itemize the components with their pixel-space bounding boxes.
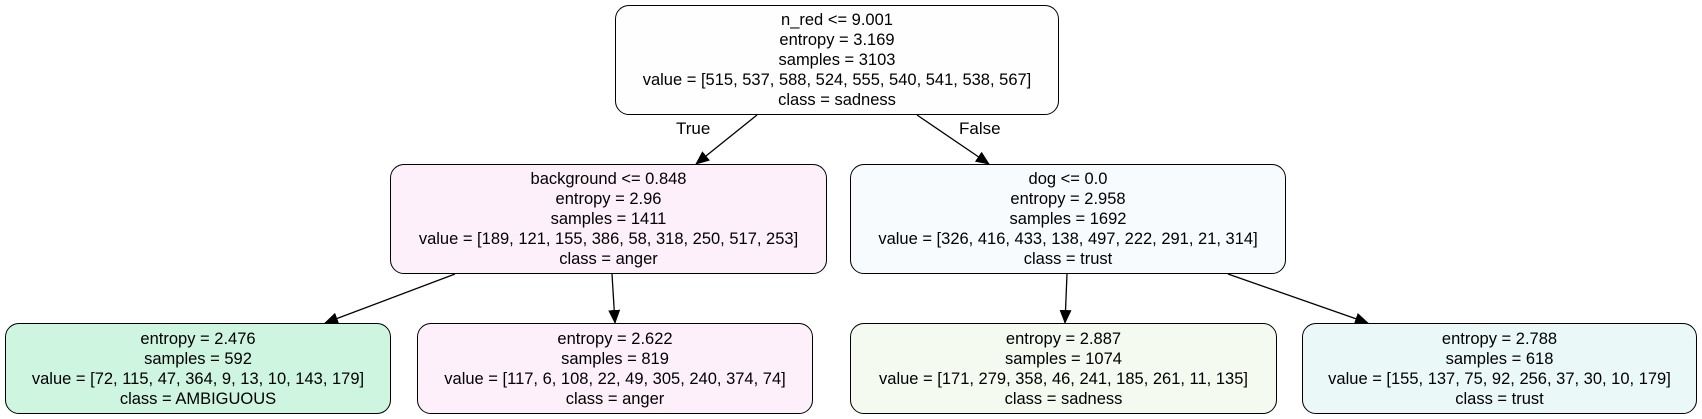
node-class: class = trust — [1023, 250, 1113, 268]
node-class: class = anger — [565, 389, 665, 408]
node-entropy: entropy = 2.622 — [557, 329, 673, 348]
node-entropy: entropy = 2.958 — [1010, 190, 1126, 208]
node-value: value = [117, 6, 108, 22, 49, 305, 240, … — [444, 369, 786, 388]
edge-root-to-left — [695, 114, 758, 165]
tree-leaf-right-left: entropy = 2.887 samples = 1074 value = [… — [850, 323, 1277, 414]
edge-label-true: True — [676, 119, 711, 138]
node-value: value = [155, 137, 75, 92, 256, 37, 30, … — [1328, 369, 1671, 388]
node-samples: samples = 592 — [144, 349, 252, 368]
node-split-condition: background <= 0.848 — [530, 170, 687, 188]
tree-node-right: dog <= 0.0 entropy = 2.958 samples = 169… — [850, 164, 1286, 274]
node-samples: samples = 618 — [1445, 349, 1554, 368]
node-entropy: entropy = 2.476 — [140, 329, 256, 348]
node-split-condition: n_red <= 9.001 — [781, 11, 893, 29]
node-entropy: entropy = 2.96 — [555, 190, 662, 208]
tree-leaf-left-left: entropy = 2.476 samples = 592 value = [7… — [5, 323, 391, 414]
node-samples: samples = 1074 — [1005, 349, 1122, 368]
node-value: value = [72, 115, 47, 364, 9, 13, 10, 14… — [31, 369, 365, 388]
edge-right-to-right-left — [1059, 273, 1072, 324]
node-value: value = [515, 537, 588, 524, 555, 540, 5… — [642, 71, 1032, 89]
node-entropy: entropy = 2.788 — [1441, 329, 1558, 348]
edge-left-to-left-right — [608, 273, 621, 324]
tree-leaf-right-right: entropy = 2.788 samples = 618 value = [1… — [1302, 323, 1697, 414]
tree-node-root: n_red <= 9.001 entropy = 3.169 samples =… — [615, 5, 1059, 115]
node-entropy: entropy = 3.169 — [779, 31, 895, 49]
node-class: class = sadness — [778, 91, 896, 109]
node-samples: samples = 1692 — [1009, 210, 1127, 228]
node-value: value = [326, 416, 433, 138, 497, 222, 2… — [878, 230, 1258, 248]
node-class: class = anger — [559, 250, 658, 268]
node-value: value = [189, 121, 155, 386, 58, 318, 25… — [418, 230, 799, 248]
edge-left-to-left-left — [324, 273, 456, 325]
edge-label-false: False — [959, 119, 1001, 138]
edge-right-to-right-right — [1227, 273, 1369, 325]
node-class: class = sadness — [1004, 389, 1123, 408]
node-samples: samples = 819 — [561, 349, 669, 368]
edge-root-to-right — [916, 114, 990, 165]
node-class: class = trust — [1455, 389, 1544, 408]
node-split-condition: dog <= 0.0 — [1028, 170, 1108, 188]
tree-node-left: background <= 0.848 entropy = 2.96 sampl… — [390, 164, 827, 274]
tree-leaf-left-right: entropy = 2.622 samples = 819 value = [1… — [417, 323, 813, 414]
node-samples: samples = 3103 — [778, 51, 896, 69]
node-class: class = AMBIGUOUS — [119, 389, 277, 408]
node-samples: samples = 1411 — [550, 210, 667, 228]
node-entropy: entropy = 2.887 — [1005, 329, 1122, 348]
node-value: value = [171, 279, 358, 46, 241, 185, 26… — [879, 369, 1248, 388]
